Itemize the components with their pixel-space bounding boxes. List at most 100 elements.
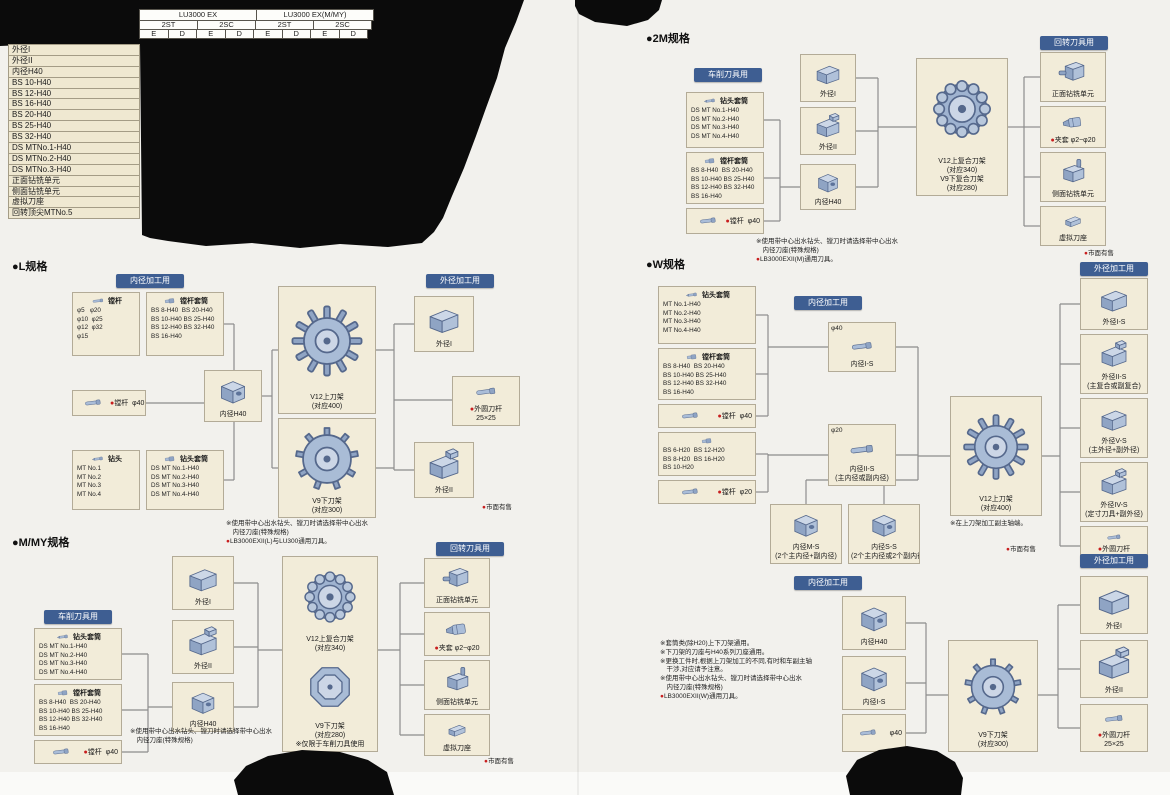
footnote-line: ※使用带中心出水钻头、镗刀时请选择带中心出水 bbox=[660, 675, 802, 683]
box-boring-bar-40: ●镗杆 φ40 bbox=[658, 404, 756, 428]
bar-icon bbox=[831, 435, 893, 465]
box-front-mill-unit: 正面钻铣单元 bbox=[424, 558, 490, 608]
holder2-icon bbox=[1083, 337, 1145, 373]
list-line: DS MT No.1-H40 bbox=[151, 465, 200, 472]
collet-icon bbox=[1043, 109, 1103, 136]
sleeve-icon bbox=[55, 687, 71, 699]
turret-label: V12上刀架 bbox=[310, 394, 344, 401]
footnote: ※使用带中心出水钻头、镗刀时请选择带中心出水 内径刀座(特殊规格)●LB3000… bbox=[756, 238, 898, 264]
box-collet-sleeve: ●夹套 φ2~φ20 bbox=[424, 612, 490, 656]
torn-paper-mask-top-right bbox=[575, 0, 662, 26]
box-label: 外径I-S bbox=[1083, 318, 1145, 327]
list-title: 镗杆套筒 bbox=[663, 351, 751, 363]
box-label-line: ●镗杆 φ40 bbox=[83, 748, 118, 756]
box-lower-turret-v9: V9下刀架 (对应300) bbox=[278, 418, 376, 518]
box-label-line: 内径I-S bbox=[850, 361, 874, 368]
footnote-line: ※使用带中心出水钻头、镗刀时请选择带中心出水 bbox=[756, 238, 898, 245]
section-title-l: ●L规格 bbox=[12, 261, 48, 273]
box-label-line: 侧面钻铣单元 bbox=[436, 699, 478, 706]
box-label: 内径II-S(主内径或副内径) bbox=[831, 465, 893, 483]
footnote-line: ※更换工件时,根据上刀架加工的不同,有时和车副主轴 bbox=[660, 657, 813, 665]
box-od-holder-vs: 外径V-S(主外径+副外径) bbox=[1080, 398, 1148, 458]
turretgear-icon bbox=[281, 421, 373, 497]
group-label: 外径加工用 bbox=[1080, 262, 1148, 276]
footnote-line: ●LB3000EXII(M)通用刀具。 bbox=[756, 255, 837, 263]
holder2-icon bbox=[175, 623, 231, 662]
footnote-line: ※使用带中心出水钻头、镗刀时请选择带中心出水 bbox=[226, 520, 368, 527]
list-title-text: 镗杆套筒 bbox=[702, 354, 730, 361]
list-line: BS 10-H40 BS 25-H40 bbox=[151, 315, 215, 323]
box-label-line: 外径I bbox=[1106, 623, 1122, 630]
section-title-2m: ●2M规格 bbox=[646, 33, 690, 45]
footnote: ※使用带中心出水钻头、镗刀时请选择带中心出水 内径刀座(特殊规格) bbox=[130, 728, 272, 746]
list-title-text: 钻头套筒 bbox=[702, 292, 730, 299]
box-label-line: 外径I bbox=[195, 599, 211, 606]
oct-icon bbox=[285, 653, 375, 723]
list-line: BS 12-H40 BS 32-H40 bbox=[151, 324, 215, 332]
block-icon bbox=[773, 507, 839, 543]
ed-header-cell: D bbox=[224, 28, 254, 39]
box-label-line: (主内径或副内径) bbox=[835, 475, 889, 482]
turret-label: (对应340) bbox=[314, 644, 346, 652]
turret12-icon bbox=[285, 559, 375, 635]
unitside-icon bbox=[427, 663, 487, 698]
holder1-icon bbox=[1083, 579, 1145, 622]
list-title: 钻头套筒 bbox=[39, 631, 117, 643]
group-label: 车削刀具用 bbox=[44, 610, 112, 624]
box-label-line: 内径M-S bbox=[792, 544, 820, 551]
bar-icon bbox=[1083, 529, 1145, 545]
list-line: DS MT No.4-H40 bbox=[691, 132, 740, 140]
list-line: BS 10-H40 BS 25-H40 bbox=[691, 175, 755, 183]
list-title: 镗杆套筒 bbox=[691, 155, 759, 167]
box-label-line: 虚拟刀座 bbox=[1059, 235, 1087, 242]
footnote-line: 内径刀座(特殊规格) bbox=[130, 736, 193, 744]
box-label: 外径II bbox=[175, 662, 231, 671]
group-label: 外径加工用 bbox=[426, 274, 494, 288]
box-label-line: 外径II-S bbox=[1101, 374, 1127, 381]
list-title: 镗杆套筒 bbox=[151, 295, 219, 307]
box-label: 外径I bbox=[175, 598, 231, 607]
dummy-icon bbox=[427, 717, 487, 744]
box-boring-bar-40: ●镗杆 φ40 bbox=[34, 740, 122, 764]
box-id-holder-h40: 内径H40 bbox=[842, 596, 906, 650]
list-title: 钻头套筒 bbox=[663, 289, 751, 301]
block-icon bbox=[851, 507, 917, 543]
footnote: ※使用带中心出水钻头、镗刀时请选择带中心出水 内径刀座(特殊规格)●LB3000… bbox=[226, 520, 368, 546]
list-title-text: 钻头套筒 bbox=[73, 634, 101, 641]
bar-icon bbox=[38, 743, 84, 761]
box-label-line: 正面钻铣单元 bbox=[436, 597, 478, 604]
box-id-holder-h40: 内径H40 bbox=[172, 682, 234, 732]
footnote-line: ※在上刀架加工副主轴端。 bbox=[950, 520, 1027, 527]
unit-icon bbox=[1043, 55, 1103, 90]
dummy-icon bbox=[1043, 209, 1103, 234]
list-line: BS 8-H40 BS 20-H40 bbox=[663, 363, 725, 370]
box-label: 虚拟刀座 bbox=[427, 744, 487, 753]
list-line: MT No.1 bbox=[77, 465, 102, 472]
box-label-line: ●夹套 φ2~φ20 bbox=[1050, 137, 1096, 144]
sleeve-icon bbox=[702, 155, 718, 167]
box-label-line: ●镗杆 φ40 bbox=[717, 412, 752, 420]
list-line: DS MT No.1-H40 bbox=[39, 643, 88, 650]
box-label-line: ●夹套 φ2~φ20 bbox=[434, 645, 480, 652]
holder1-icon bbox=[175, 559, 231, 598]
box-label-line: 虚拟刀座 bbox=[443, 745, 471, 752]
box-label: 外径I bbox=[1083, 622, 1145, 631]
box-label-line: (2个主内径或2个副内径) bbox=[851, 553, 920, 560]
footnote: ※套筒类(除H20)上下刀架通用。※下刀架的刀座与H40系列刀座通用。※更换工件… bbox=[660, 640, 812, 702]
box-label: ●夹套 φ2~φ20 bbox=[427, 644, 487, 653]
page-seam bbox=[577, 0, 579, 795]
list-title-text: 镗杆套筒 bbox=[73, 690, 101, 697]
turret-label: V9下刀架 bbox=[312, 498, 342, 505]
turret-label: (对应300) bbox=[311, 507, 343, 514]
holder1-icon bbox=[417, 299, 471, 340]
turretgear-icon bbox=[951, 643, 1035, 731]
box-label: 外径II-S(主复合或副复合) bbox=[1083, 373, 1145, 391]
footnote-line: ※套筒类(除H20)上下刀架通用。 bbox=[660, 640, 754, 647]
box-label-line: 外径I bbox=[820, 91, 836, 98]
box-upper-turret-v12: V12上刀架(对应400) bbox=[950, 396, 1042, 516]
box-label-line: 外径IV-S bbox=[1100, 502, 1128, 509]
list-line: MT No.3-H40 bbox=[663, 318, 701, 326]
